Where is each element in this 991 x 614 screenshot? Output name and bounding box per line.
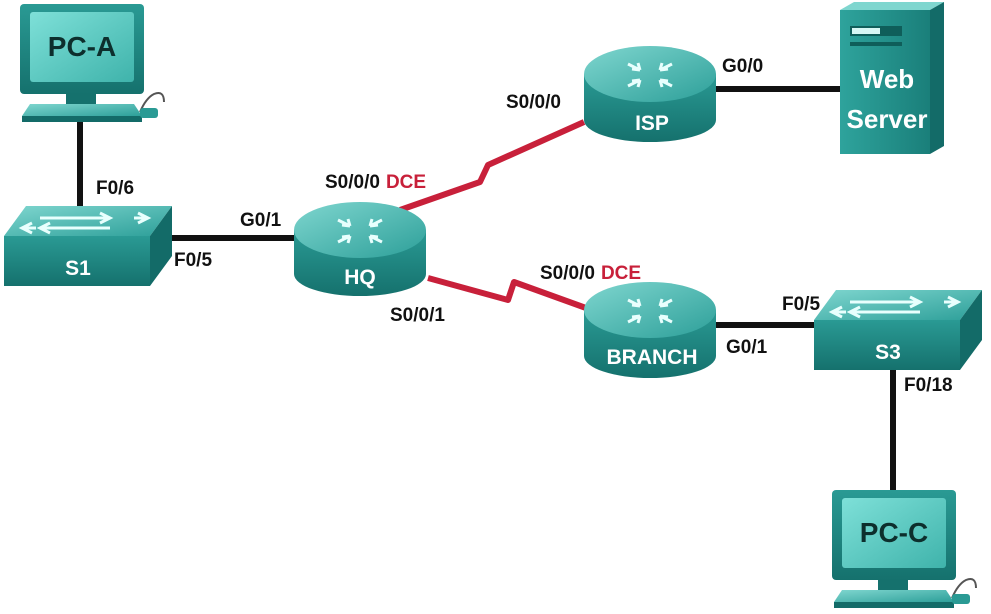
hq-s0-0-0-text: S0/0/0 bbox=[325, 172, 380, 193]
hq-s0-0-0-label: S0/0/0 DCE bbox=[325, 172, 426, 193]
pc-a-label: PC-A bbox=[48, 31, 116, 62]
switch-icon bbox=[4, 206, 172, 286]
s3-device[interactable]: S3 bbox=[814, 290, 982, 370]
pc-icon bbox=[20, 4, 165, 122]
branch-label: BRANCH bbox=[607, 346, 698, 369]
router-icon bbox=[584, 282, 716, 378]
branch-s0-0-0-text: S0/0/0 bbox=[540, 263, 595, 284]
pc-c-label: PC-C bbox=[860, 517, 928, 548]
server-icon bbox=[840, 2, 944, 154]
s3-f0-5-label: F0/5 bbox=[782, 294, 820, 315]
pc-a-device[interactable]: PC-A bbox=[20, 4, 165, 122]
s3-label: S3 bbox=[875, 341, 901, 364]
links bbox=[77, 86, 896, 492]
hq-s0-0-1-label: S0/0/1 bbox=[390, 305, 445, 326]
web-server-label-line1: Web bbox=[860, 64, 914, 94]
branch-dce-text: DCE bbox=[601, 263, 641, 284]
branch-s0-0-0-label: S0/0/0 DCE bbox=[540, 263, 641, 284]
s1-device[interactable]: S1 bbox=[4, 206, 172, 286]
hq-label: HQ bbox=[344, 266, 376, 289]
s1-f0-5-label: F0/5 bbox=[174, 250, 212, 271]
s1-f0-6-label: F0/6 bbox=[96, 178, 134, 199]
s3-f0-18-label: F0/18 bbox=[904, 375, 953, 396]
s1-label: S1 bbox=[65, 257, 91, 280]
hq-device[interactable]: HQ bbox=[294, 202, 426, 296]
web-server-device[interactable]: Web Server bbox=[840, 2, 944, 154]
router-icon bbox=[294, 202, 426, 296]
isp-s0-0-0-label: S0/0/0 bbox=[506, 92, 561, 113]
branch-g0-1-label: G0/1 bbox=[726, 337, 768, 358]
pc-icon bbox=[832, 490, 977, 608]
web-server-label-line2: Server bbox=[847, 104, 928, 134]
branch-device[interactable]: BRANCH bbox=[584, 282, 716, 378]
router-icon bbox=[584, 46, 716, 142]
serial-link-hq-branch bbox=[427, 275, 588, 311]
isp-label: ISP bbox=[635, 112, 669, 135]
switch-icon bbox=[814, 290, 982, 370]
serial-link-hq-isp bbox=[399, 119, 586, 213]
isp-device[interactable]: ISP bbox=[584, 46, 716, 142]
hq-dce-text: DCE bbox=[386, 172, 426, 193]
hq-g0-1-label: G0/1 bbox=[240, 210, 282, 231]
pc-c-device[interactable]: PC-C bbox=[832, 490, 977, 608]
isp-g0-0-label: G0/0 bbox=[722, 56, 763, 77]
